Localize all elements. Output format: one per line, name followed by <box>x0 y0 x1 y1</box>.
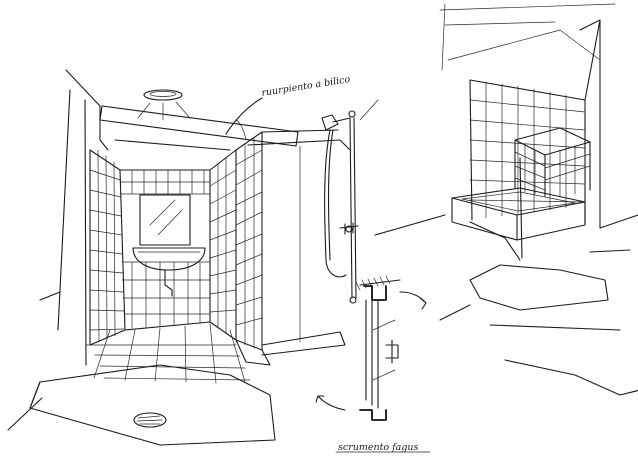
center-partition-view <box>235 99 379 366</box>
door-section-detail: scrumento fagus <box>315 275 431 453</box>
left-interior-view <box>7 69 299 446</box>
annotation-door-section: scrumento fagus <box>338 442 419 453</box>
right-perspective-view <box>374 3 638 396</box>
annotation-pivot-vent: ruurpiento a bilico <box>261 74 352 99</box>
annotation-leader-line <box>225 97 263 135</box>
